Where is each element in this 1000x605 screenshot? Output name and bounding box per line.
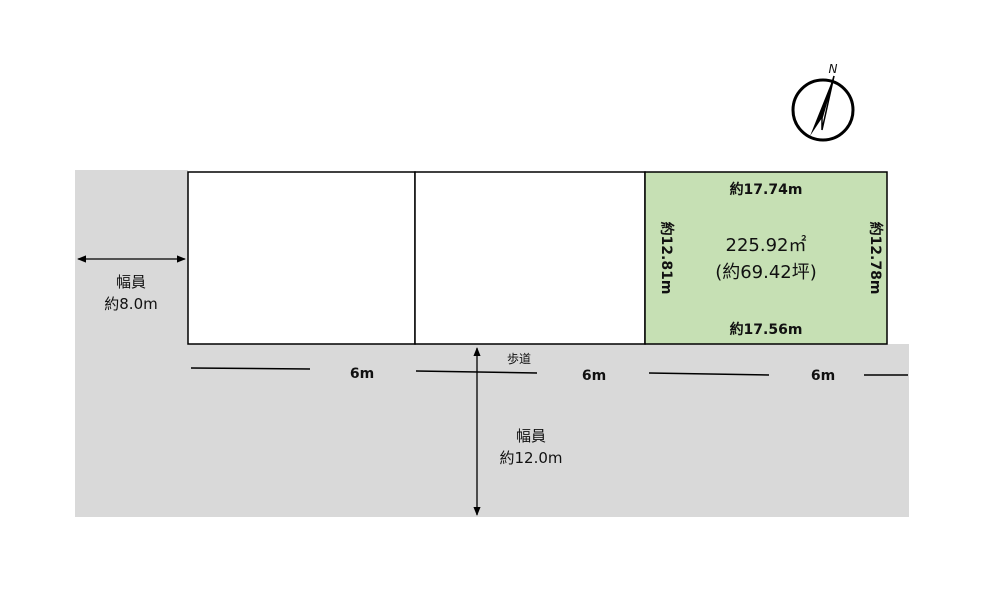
lot-3-area-label: 225.92㎡ [726, 234, 807, 256]
front-road-width-value: 約12.0m [499, 449, 562, 467]
lot-3-right-edge-label: 約12.78m [867, 222, 884, 295]
side-road-width-label: 幅員 [116, 273, 146, 291]
front-road-area [75, 344, 909, 517]
north-label: N [829, 62, 838, 76]
segment-label-1: 6m [350, 366, 374, 382]
side-road-width-value: 約8.0m [104, 295, 157, 313]
lot-3-area-tsubo-label: (約69.42坪) [715, 262, 817, 283]
sidewalk-label: 歩道 [507, 351, 531, 366]
lane-dash [190, 367, 311, 370]
front-road-width-label: 幅員 [516, 427, 546, 445]
segment-label-2: 6m [582, 368, 606, 384]
lot-1 [187, 171, 416, 345]
lot-3-bottom-edge-label: 約17.56m [730, 321, 803, 338]
segment-label-3: 6m [811, 368, 835, 384]
lane-dash [648, 372, 770, 376]
lot-3-highlighted [644, 171, 888, 345]
lot-3-top-edge-label: 約17.74m [730, 181, 803, 198]
lot-2 [414, 171, 646, 345]
lot-3-left-edge-label: 約12.81m [658, 222, 675, 295]
north-compass-icon: N [791, 62, 855, 142]
